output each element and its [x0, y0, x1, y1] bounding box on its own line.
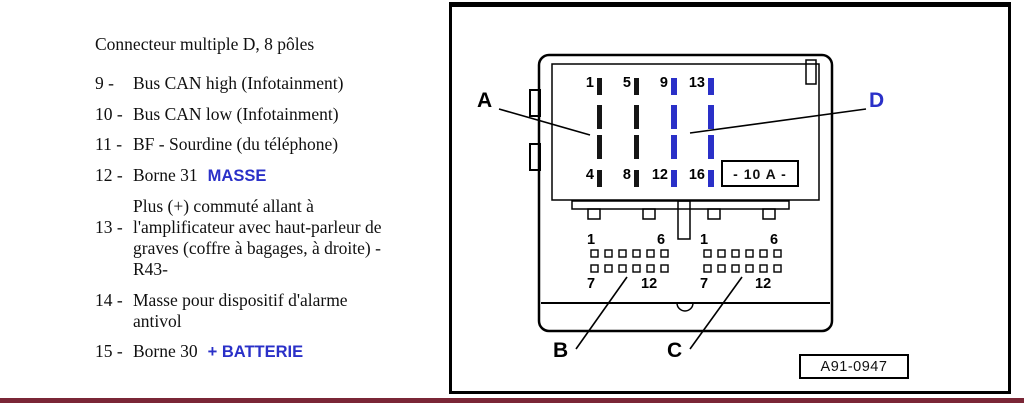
latch-tooth: [642, 208, 656, 220]
connector-label-c: C: [667, 339, 683, 362]
pin-legend: Connecteur multiple D, 8 pôles 9 - Bus C…: [95, 34, 445, 373]
legend-item-text-main: Bus CAN low (Infotainment): [133, 103, 339, 124]
connector-label-a: A: [477, 89, 493, 112]
group-b-pin-6: 6: [657, 232, 666, 248]
latch-post: [677, 200, 691, 240]
group-b-pin-12: 12: [641, 276, 658, 292]
legend-item-number: 11 -: [95, 134, 123, 154]
legend-item-number: 12 -: [95, 164, 123, 185]
pin-slot-13: [708, 78, 714, 95]
pin-number-5: 5: [622, 75, 631, 91]
pin-slot-9: [671, 78, 677, 95]
lower-pin-contacts: [590, 249, 782, 273]
legend-item-text: Borne 31 MASSE: [133, 165, 266, 187]
connector-label-b: B: [553, 339, 569, 362]
legend-item-text: Bus CAN low (Infotainment): [133, 104, 339, 125]
pin-slot: [634, 78, 639, 95]
legend-item-12: 12 - Borne 31 MASSE: [95, 165, 445, 187]
legend-item-13: 13 - Plus (+) commuté allant à l'amplifi…: [95, 196, 445, 280]
pin-number-13: 13: [688, 75, 705, 91]
connector-label-d: D: [869, 89, 885, 112]
latch-tooth: [707, 208, 721, 220]
figure-ref-box: A91-0947: [799, 354, 909, 379]
legend-item-9: 9 - Bus CAN high (Infotainment): [95, 73, 445, 94]
page-bottom-rule: [0, 398, 1024, 403]
pin-number-12: 12: [651, 167, 668, 183]
group-c-pin-7: 7: [700, 276, 709, 292]
latch-tooth: [587, 208, 601, 220]
pin-number-1: 1: [585, 75, 594, 91]
legend-item-number: 13 -: [95, 217, 123, 237]
fuse-rating-box: - 10 A -: [721, 160, 799, 187]
latch-tooth: [762, 208, 776, 220]
legend-item-text: BF - Sourdine (du téléphone): [133, 134, 338, 155]
group-c-pin-12: 12: [755, 276, 772, 292]
pin-slot: [597, 170, 602, 187]
legend-item-number: 14 -: [95, 289, 123, 310]
figure-ref-label: A91-0947: [820, 358, 888, 375]
fuse-rating-label: - 10 A -: [733, 165, 787, 182]
group-b-pin-7: 7: [587, 276, 596, 292]
legend-item-text-main: Borne 31: [133, 164, 198, 185]
group-c-pin-6: 6: [770, 232, 779, 248]
legend-item-14: 14 - Masse pour dispositif d'alarme anti…: [95, 290, 445, 332]
pin-slot-14: [708, 105, 714, 129]
leader-line-d: [689, 108, 867, 134]
legend-item-number: 9 -: [95, 73, 114, 93]
legend-item-11: 11 - BF - Sourdine (du téléphone): [95, 134, 445, 155]
legend-item-text-main: Bus CAN high (Infotainment): [133, 73, 344, 93]
legend-item-highlight: + BATTERIE: [207, 343, 304, 361]
pin-slot: [597, 135, 602, 159]
connector-figure: A D B C 1 5 9 13 4 8 12 16 1 6 7 12 1 6 …: [449, 2, 1011, 394]
legend-title: Connecteur multiple D, 8 pôles: [95, 34, 315, 54]
connector-line-art: [498, 53, 867, 350]
legend-item-text-main: BF - Sourdine (du téléphone): [133, 134, 339, 154]
connector-body: [537, 53, 834, 333]
pin-number-9: 9: [659, 75, 668, 91]
pin-slot: [634, 170, 639, 187]
legend-item-text: Masse pour dispositif d'alarme antivol: [133, 290, 348, 332]
upper-pin-slots: [597, 78, 714, 187]
legend-item-text: Plus (+) commuté allant à l'amplificateu…: [133, 196, 382, 280]
legend-item-text-main: Masse pour dispositif d'alarme antivol: [133, 289, 348, 331]
group-c-pin-1: 1: [700, 232, 709, 248]
pin-slot: [597, 105, 602, 129]
connector-left-tab: [529, 143, 541, 171]
keying-notch: [805, 59, 817, 85]
group-b-pin-1: 1: [587, 232, 596, 248]
leader-line-b: [575, 276, 628, 350]
pin-slot-11: [671, 135, 677, 159]
legend-item-number: 10 -: [95, 103, 123, 124]
legend-item-highlight: MASSE: [207, 166, 267, 185]
latch-rail: [571, 200, 790, 210]
upper-pin-field-frame: [551, 63, 820, 201]
pin-slot-16: [708, 170, 714, 187]
pin-slot: [634, 105, 639, 129]
legend-item-10: 10 - Bus CAN low (Infotainment): [95, 104, 445, 125]
legend-item-text-main: Plus (+) commuté allant à l'amplificateu…: [133, 196, 382, 279]
legend-item-text: Borne 30 + BATTERIE: [133, 341, 303, 363]
pin-number-16: 16: [688, 167, 705, 183]
center-notch: [676, 302, 694, 312]
pin-slot: [634, 135, 639, 159]
pin-number-4: 4: [585, 167, 594, 183]
leader-line-c: [689, 276, 743, 350]
leader-line-a: [498, 108, 591, 136]
pin-slot-15: [708, 135, 714, 159]
legend-item-number: 15 -: [95, 341, 123, 361]
connector-left-tab: [529, 89, 541, 117]
legend-item-15: 15 - Borne 30 + BATTERIE: [95, 341, 445, 363]
pin-slot-12: [671, 170, 677, 187]
pin-slot: [597, 78, 602, 95]
pin-number-8: 8: [622, 167, 631, 183]
legend-item-text-main: Borne 30: [133, 341, 198, 361]
pin-slot-10: [671, 105, 677, 129]
legend-item-text: Bus CAN high (Infotainment): [133, 73, 343, 94]
leader-lines: [498, 108, 867, 350]
